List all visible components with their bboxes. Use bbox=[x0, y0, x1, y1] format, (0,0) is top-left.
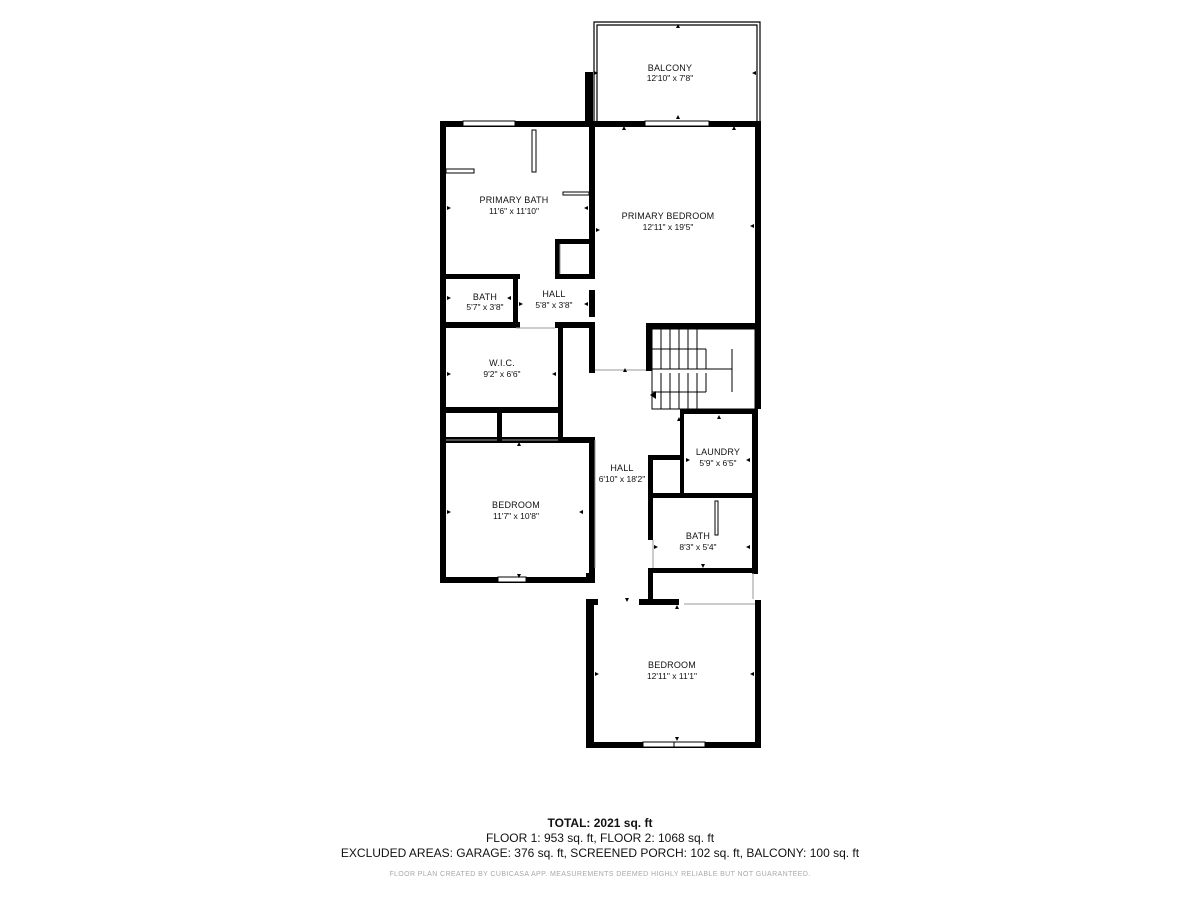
room-dims-bath-right: 8'3" x 5'4" bbox=[679, 542, 716, 552]
dimension-ticks bbox=[447, 24, 756, 741]
room-name-bedroom-bottom: BEDROOM bbox=[648, 660, 696, 670]
room-dims-bath-small: 5'7" x 3'8" bbox=[466, 302, 503, 312]
room-name-laundry: LAUNDRY bbox=[696, 447, 740, 457]
room-dims-bedroom-bottom: 12'11" x 11'1" bbox=[647, 671, 697, 681]
room-name-balcony: BALCONY bbox=[648, 63, 692, 73]
room-dims-hall-main: 6'10" x 18'2" bbox=[599, 474, 646, 484]
room-name-primary-bath: PRIMARY BATH bbox=[480, 195, 549, 205]
room-dims-primary-bedroom: 12'11" x 19'5" bbox=[643, 222, 694, 232]
room-name-hall-main: HALL bbox=[610, 463, 633, 473]
room-dims-wic: 9'2" x 6'6" bbox=[483, 369, 520, 379]
walls bbox=[440, 72, 761, 748]
total-area: TOTAL: 2021 sq. ft bbox=[547, 816, 653, 830]
room-name-bath-right: BATH bbox=[686, 531, 710, 541]
excluded-areas: EXCLUDED AREAS: GARAGE: 376 sq. ft, SCRE… bbox=[340, 846, 860, 860]
staircase bbox=[650, 328, 756, 410]
room-dims-balcony: 12'10" x 7'8" bbox=[647, 73, 694, 83]
room-name-hall-small: HALL bbox=[542, 289, 565, 299]
windows bbox=[462, 120, 710, 748]
room-name-bath-small: BATH bbox=[473, 292, 497, 302]
room-name-wic: W.I.C. bbox=[489, 358, 515, 368]
room-name-bedroom-left: BEDROOM bbox=[492, 500, 540, 510]
room-name-primary-bedroom: PRIMARY BEDROOM bbox=[622, 211, 715, 221]
room-dims-hall-small: 5'8" x 3'8" bbox=[535, 300, 572, 310]
room-labels: BALCONY 12'10" x 7'8" PRIMARY BATH 11'6"… bbox=[466, 63, 740, 681]
room-dims-laundry: 5'9" x 6'5" bbox=[699, 458, 736, 468]
floor-areas: FLOOR 1: 953 sq. ft, FLOOR 2: 1068 sq. f… bbox=[485, 831, 715, 845]
fixtures bbox=[445, 129, 755, 605]
room-dims-primary-bath: 11'6" x 11'10" bbox=[489, 206, 539, 216]
credit-note: FLOOR PLAN CREATED BY CUBICASA APP. MEAS… bbox=[389, 871, 811, 878]
stair-arrow-icon bbox=[650, 391, 656, 399]
room-dims-bedroom-left: 11'7" x 10'8" bbox=[493, 511, 539, 521]
